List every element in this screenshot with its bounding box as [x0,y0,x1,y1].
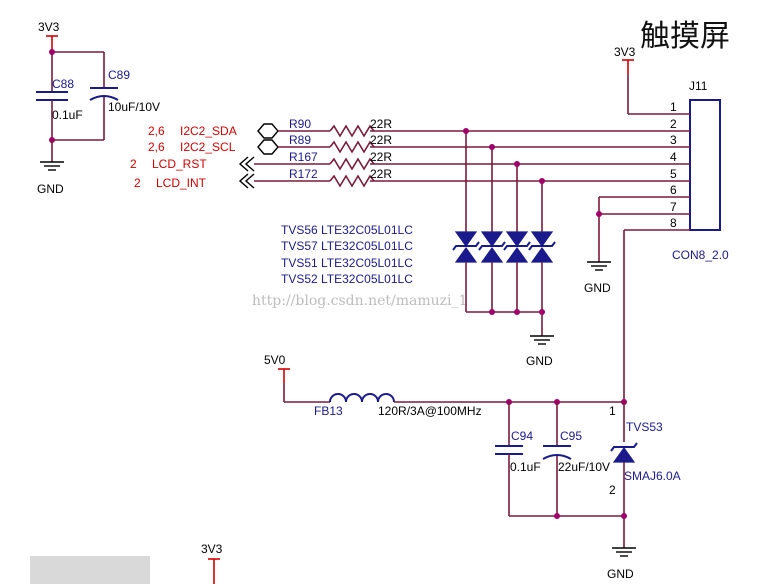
tvs-label: TVS57 LTE32C05L01LC [281,239,413,253]
tvs53-ref: TVS53 [626,420,663,434]
junction-dot [49,49,55,55]
blurred-region [30,556,150,584]
tvs-diode-icon [503,231,531,263]
tvs-label: TVS56 LTE32C05L01LC [281,223,413,237]
c95-plate-bottom [542,454,572,460]
tvs-diode-icon [610,442,638,452]
c88-ref: C88 [52,77,74,91]
power-label-3v3: 3V3 [38,20,60,34]
bidir-port-icon [257,139,279,155]
c94-value: 0.1uF [510,460,541,474]
c94-ref: C94 [511,429,533,443]
r167-value: 22R [370,150,392,164]
c88-value: 0.1uF [52,108,83,122]
watermark: http://blog.csdn.net/mamuzi_1 [252,293,467,309]
connector-body [689,99,721,231]
r90-ref: R90 [289,117,311,131]
tvs-diode-icon [452,231,480,263]
input-port-icon [238,156,255,172]
power-label-3v3: 3V3 [201,542,223,556]
decoupling-block: 3V3 C88 0.1uF C89 10uF/10V GND [36,20,160,196]
c89-value: 10uF/10V [108,100,160,114]
rst-net-label: LCD_RST [152,157,207,171]
resistor-symbol [329,157,375,171]
c89-ref: C89 [108,68,130,82]
junction-dot [514,309,520,315]
pin-number: 8 [670,216,677,230]
power-filter: 5V0 FB13 120R/3A@100MHz C94 0.1uF C95 22… [264,353,681,581]
tvs-diode-icon [528,231,556,263]
rst-page-ref: 2 [130,157,137,171]
page-title: 触摸屏 [640,19,730,54]
int-page-ref: 2 [134,176,141,190]
pin-number: 7 [670,200,677,214]
r172-ref: R172 [289,167,318,181]
gnd-label: GND [607,567,634,581]
power-label-3v3: 3V3 [614,45,636,59]
tvs53-pin1: 1 [609,404,616,418]
pin-number: 1 [670,100,677,114]
c89-plate-bottom [89,95,119,101]
sda-page-ref: 2,6 [148,124,165,138]
gnd-label: GND [584,281,611,295]
bidir-port-icon [257,123,279,139]
tvs-label: TVS51 LTE32C05L01LC [281,256,413,270]
r90-value: 22R [370,117,392,131]
tvs-array: TVS56 LTE32C05L01LC TVS57 LTE32C05L01LC … [281,128,556,368]
r172-value: 22R [370,167,392,181]
ferrite-ref: FB13 [314,404,343,418]
c95-ref: C95 [560,429,582,443]
r89-ref: R89 [289,133,311,147]
junction-dot [621,513,627,519]
gnd-label: GND [37,182,64,196]
pin-number: 2 [670,117,677,131]
power-label-5v0: 5V0 [264,353,286,367]
junction-dot [489,144,495,150]
ferrite-value: 120R/3A@100MHz [378,404,482,418]
pin-number: 5 [670,167,677,181]
connector-part: CON8_2.0 [672,248,729,262]
junction-dot [463,128,469,134]
resistor-symbol [329,174,375,188]
connector-ref: J11 [689,79,708,93]
junction-dot [539,309,545,315]
int-net-label: LCD_INT [156,176,207,190]
signal-inputs: 2,6 I2C2_SDA R90 22R 2,6 I2C2_SCL R89 22… [130,117,665,190]
tvs53-pin2: 2 [609,483,616,497]
tvs-label: TVS52 LTE32C05L01LC [281,272,413,286]
resistor-symbol [329,124,375,138]
tvs-diode-icon [478,231,506,263]
ferrite-bead-icon [329,393,395,403]
scl-net-label: I2C2_SCL [180,140,236,154]
junction-dot [596,211,602,217]
bottom-partial: 3V3 [30,542,223,584]
resistor-symbol [329,140,375,154]
gnd-label: GND [526,354,553,368]
junction-dot [554,513,560,519]
r167-ref: R167 [289,150,318,164]
tvs53-value: SMAJ6.0A [624,469,681,483]
junction-dot [539,178,545,184]
pin-number: 4 [670,150,677,164]
junction-dot [489,309,495,315]
scl-page-ref: 2,6 [148,140,165,154]
input-port-icon [238,173,255,189]
r89-value: 22R [370,133,392,147]
pin-number: 6 [670,183,677,197]
tvs-diode-icon [612,446,636,463]
c95-value: 22uF/10V [558,460,610,474]
pin-number: 3 [670,133,677,147]
sda-net-label: I2C2_SDA [180,124,237,138]
connector-j11: 3V3 J11 CON8_2.0 1 2 3 4 5 6 7 8 GND [584,45,729,402]
junction-dot [514,161,520,167]
